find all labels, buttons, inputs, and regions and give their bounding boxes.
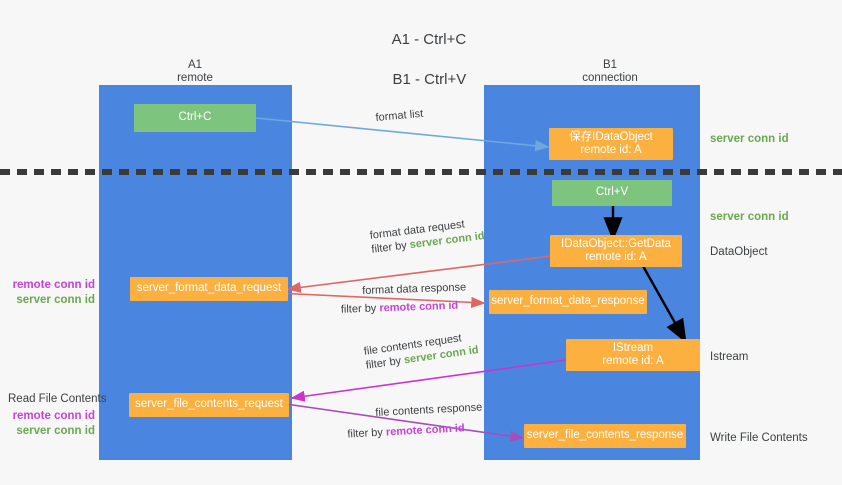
column-header-b1-name: B1 xyxy=(602,59,618,71)
edge-label-file-contents-response: file contents response filter by remote … xyxy=(347,400,484,440)
right-label-istream: Istream xyxy=(710,350,748,364)
node-idataobject-getdata-sub: remote id: A xyxy=(585,251,647,263)
right-label-istream-text: Istream xyxy=(710,351,749,363)
right-label-write-file-contents: Write File Contents xyxy=(710,431,808,445)
filter-prefix: filter by xyxy=(340,302,380,316)
node-istream-label: IStream xyxy=(612,341,654,354)
node-save-idataobject-label: 保存IDataObject xyxy=(569,130,653,143)
left-label-conn-ids-file: remote conn id server conn id xyxy=(0,409,95,439)
left-label-read-file-contents: Read File Contents xyxy=(8,392,106,406)
filter-prefix: filter by xyxy=(365,354,405,372)
column-header-a1-role: remote xyxy=(177,72,213,84)
right-label-server-conn-id-mid-text: server conn id xyxy=(710,211,789,223)
left-label-server-conn-id-2: server conn id xyxy=(16,425,95,437)
edge-label-format-data-response-line1: format data response xyxy=(362,281,467,297)
edge-label-format-list-text: format list xyxy=(375,107,424,124)
node-server-file-contents-request[interactable]: server_file_contents_request xyxy=(129,393,289,417)
edge-label-file-contents-response-line2: filter by remote conn id xyxy=(347,420,484,441)
node-idataobject-getdata-label: IDataObject::GetData xyxy=(561,237,671,250)
node-ctrl-v[interactable]: Ctrl+V xyxy=(552,180,672,206)
filter-tag-remote-conn-id: remote conn id xyxy=(385,422,465,439)
node-ctrl-v-label: Ctrl+V xyxy=(595,186,629,199)
left-label-conn-ids-format: remote conn id server conn id xyxy=(0,278,95,308)
edge-label-format-data-response-line2: filter by remote conn id xyxy=(341,298,467,316)
node-save-idataobject-sub: remote id: A xyxy=(580,144,642,156)
filter-prefix: filter by xyxy=(347,426,387,441)
right-label-server-conn-id-top-text: server conn id xyxy=(710,133,789,145)
node-istream-sub: remote id: A xyxy=(602,355,664,367)
column-header-a1-name: A1 xyxy=(187,59,203,71)
edge-label-file-contents-response-line1: file contents response xyxy=(375,401,483,419)
edge-label-file-contents-request: file contents request filter by server c… xyxy=(363,329,480,373)
node-server-file-contents-request-label: server_file_contents_request xyxy=(135,398,283,411)
right-label-server-conn-id-mid: server conn id xyxy=(710,210,789,224)
node-server-format-data-response[interactable]: server_format_data_response xyxy=(489,290,647,314)
left-label-read-file-contents-text: Read File Contents xyxy=(8,393,107,405)
node-server-file-contents-response-label: server_file_contents_response xyxy=(526,429,684,442)
node-ctrl-c-label: Ctrl+C xyxy=(178,111,212,124)
node-save-idataobject[interactable]: 保存IDataObject remote id: A xyxy=(549,128,673,160)
node-server-file-contents-response[interactable]: server_file_contents_response xyxy=(524,424,686,448)
title-line-1: A1 - Ctrl+C xyxy=(391,31,467,48)
column-header-a1: A1 remote xyxy=(140,59,250,85)
filter-prefix: filter by xyxy=(370,239,411,256)
column-header-b1-role: connection xyxy=(582,72,638,84)
node-server-format-data-request-label: server_format_data_request xyxy=(136,282,282,295)
edge-label-format-data-request: format data request filter by server con… xyxy=(369,215,485,257)
edge-label-format-list: format list xyxy=(375,107,424,125)
right-label-dataobject: DataObject xyxy=(710,245,768,259)
node-idataobject-getdata[interactable]: IDataObject::GetData remote id: A xyxy=(550,235,682,267)
filter-tag-remote-conn-id: remote conn id xyxy=(379,299,459,315)
title-line-2: B1 - Ctrl+V xyxy=(392,71,467,88)
edge-label-format-data-response: format data response filter by remote co… xyxy=(341,280,467,316)
node-istream[interactable]: IStream remote id: A xyxy=(566,339,700,371)
left-label-remote-conn-id-2: remote conn id xyxy=(12,410,95,422)
node-ctrl-c[interactable]: Ctrl+C xyxy=(134,104,256,132)
right-label-write-file-contents-text: Write File Contents xyxy=(710,432,808,444)
right-label-server-conn-id-top: server conn id xyxy=(710,132,789,146)
node-server-format-data-request[interactable]: server_format_data_request xyxy=(130,277,288,301)
left-label-remote-conn-id-1: remote conn id xyxy=(12,279,95,291)
right-label-dataobject-text: DataObject xyxy=(710,246,768,258)
page-title: A1 - Ctrl+C B1 - Ctrl+V xyxy=(0,10,842,110)
column-header-b1: B1 connection xyxy=(555,59,665,85)
node-server-format-data-response-label: server_format_data_response xyxy=(491,295,645,308)
left-label-server-conn-id-1: server conn id xyxy=(16,294,95,306)
